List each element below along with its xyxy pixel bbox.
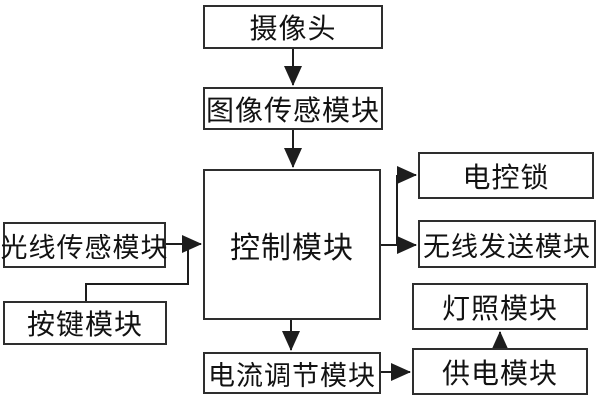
edge-button-control [85, 244, 189, 301]
node-camera-label: 摄像头 [249, 14, 337, 45]
node-power-label: 供电模块 [441, 358, 558, 390]
node-control-label: 控制模块 [230, 231, 354, 265]
node-electric-lock: 电控锁 [418, 152, 594, 199]
node-wireless: 无线发送模块 [418, 220, 596, 268]
node-lighting: 灯照模块 [412, 283, 588, 330]
node-light-sensor-label: 光线传感模块 [0, 232, 169, 263]
node-electric-lock-label: 电控锁 [462, 162, 550, 194]
node-power: 供电模块 [412, 348, 588, 395]
node-button-label: 按键模块 [26, 310, 143, 341]
node-light-sensor: 光线传感模块 [0, 222, 169, 268]
node-wireless-label: 无线发送模块 [423, 231, 591, 262]
node-image-sensor: 图像传感模块 [203, 87, 383, 130]
node-camera: 摄像头 [203, 5, 383, 49]
node-control: 控制模块 [203, 169, 381, 320]
node-current-adjust-label: 电流调节模块 [208, 360, 376, 391]
node-current-adjust: 电流调节模块 [203, 352, 381, 394]
node-button: 按键模块 [3, 301, 167, 345]
node-lighting-label: 灯照模块 [441, 293, 558, 325]
node-image-sensor-label: 图像传感模块 [205, 95, 380, 127]
